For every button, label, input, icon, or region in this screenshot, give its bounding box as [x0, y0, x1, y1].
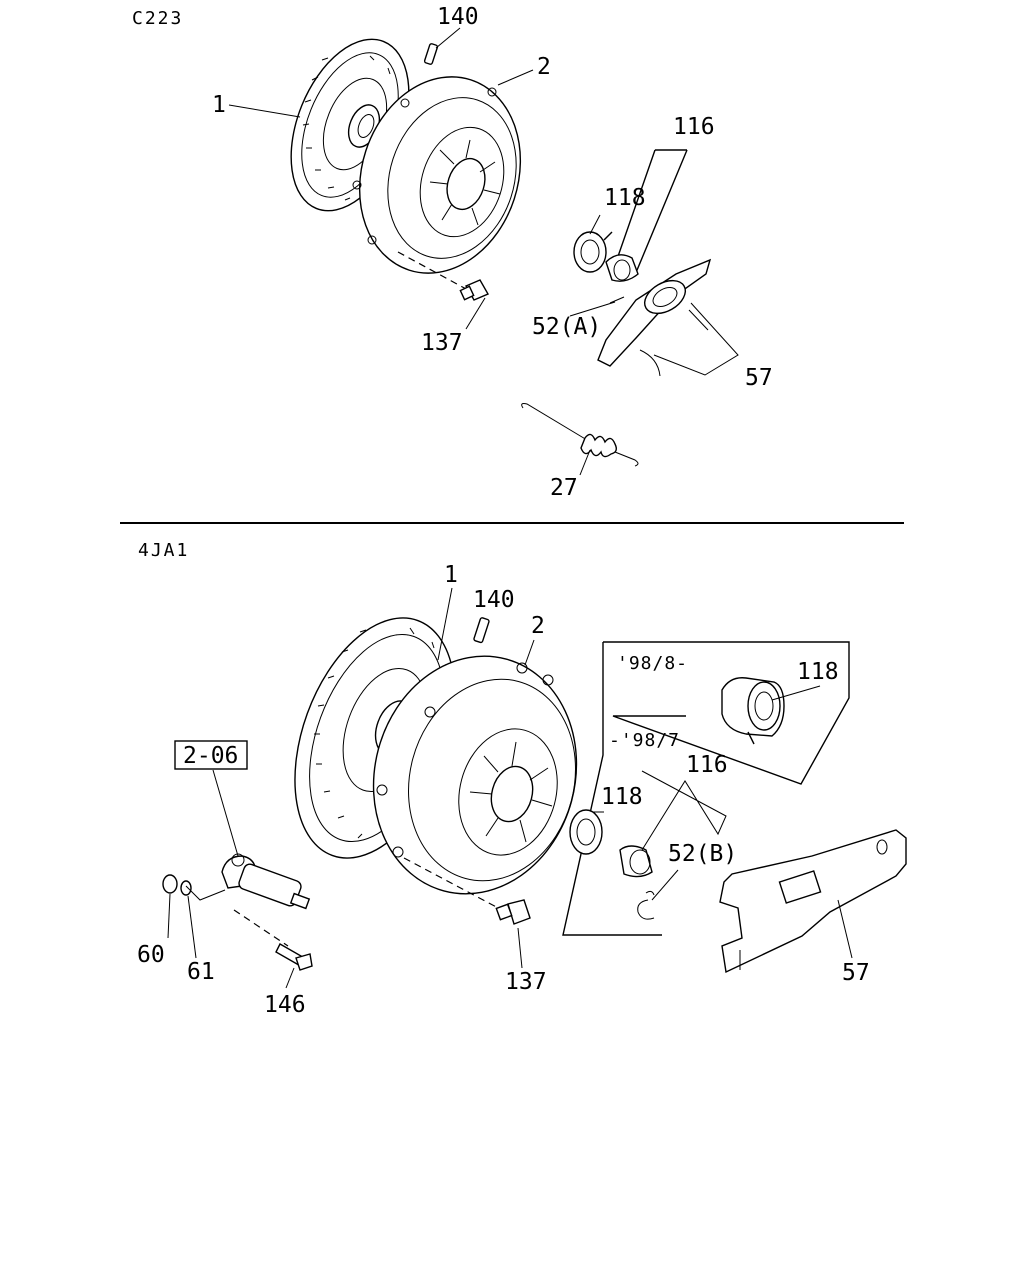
- bottom-washer-61: [180, 880, 192, 896]
- bottom-label-118-new: 118: [797, 659, 839, 685]
- top-release-bearing-118: [573, 231, 613, 273]
- bottom-label-146: 146: [264, 992, 306, 1018]
- bottom-label-52b: 52(B): [668, 841, 737, 867]
- top-label-118: 118: [604, 185, 646, 211]
- ref-box-2-06: [174, 740, 248, 770]
- ref-label-2-06: 2-06: [183, 743, 238, 769]
- bottom-nut-60: [162, 874, 178, 894]
- bottom-variant-frame: [603, 641, 850, 785]
- bottom-label-137: 137: [505, 969, 547, 995]
- section-title-c223: C223: [132, 8, 183, 29]
- date-from: '98/8-: [617, 653, 688, 674]
- top-label-1: 1: [212, 92, 226, 118]
- bottom-bolt-137: [403, 857, 531, 925]
- section-title-4ja1: 4JA1: [138, 540, 189, 561]
- bottom-pin-140: [473, 617, 490, 644]
- bottom-pressure-plate: [372, 655, 578, 895]
- bottom-label-60: 60: [137, 942, 165, 968]
- bottom-bearing-118-old: [569, 809, 603, 855]
- bottom-label-140: 140: [473, 587, 515, 613]
- bottom-bearing-carrier: [619, 845, 653, 878]
- top-pressure-plate: [352, 76, 522, 274]
- top-label-2: 2: [537, 54, 551, 80]
- top-return-spring-27: [521, 403, 639, 467]
- bottom-slave-cylinder: [221, 853, 311, 910]
- top-label-116: 116: [673, 114, 715, 140]
- date-until: -'98/7: [609, 730, 680, 751]
- top-label-52a: 52(A): [532, 314, 601, 340]
- top-label-137: 137: [421, 330, 463, 356]
- top-pin-140: [423, 43, 439, 65]
- bottom-label-61: 61: [187, 959, 215, 985]
- bottom-label-2: 2: [531, 613, 545, 639]
- top-label-57: 57: [745, 365, 773, 391]
- bottom-bearing-118-new: [721, 677, 785, 745]
- bottom-release-fork-57: [719, 829, 907, 974]
- bottom-leader-lines: [167, 587, 853, 989]
- top-release-fork-57: [597, 258, 712, 377]
- top-bolt-137: [397, 251, 489, 301]
- bottom-label-118-old: 118: [601, 784, 643, 810]
- top-label-140: 140: [437, 4, 479, 30]
- bottom-label-57: 57: [842, 960, 870, 986]
- bottom-label-116: 116: [686, 752, 728, 778]
- top-bearing-carrier: [605, 254, 639, 282]
- top-label-27: 27: [550, 475, 578, 501]
- bottom-label-1: 1: [444, 562, 458, 588]
- bottom-bolt-146: [233, 909, 313, 971]
- top-leader-lines: [228, 27, 739, 476]
- bottom-clip-52b: [637, 890, 655, 920]
